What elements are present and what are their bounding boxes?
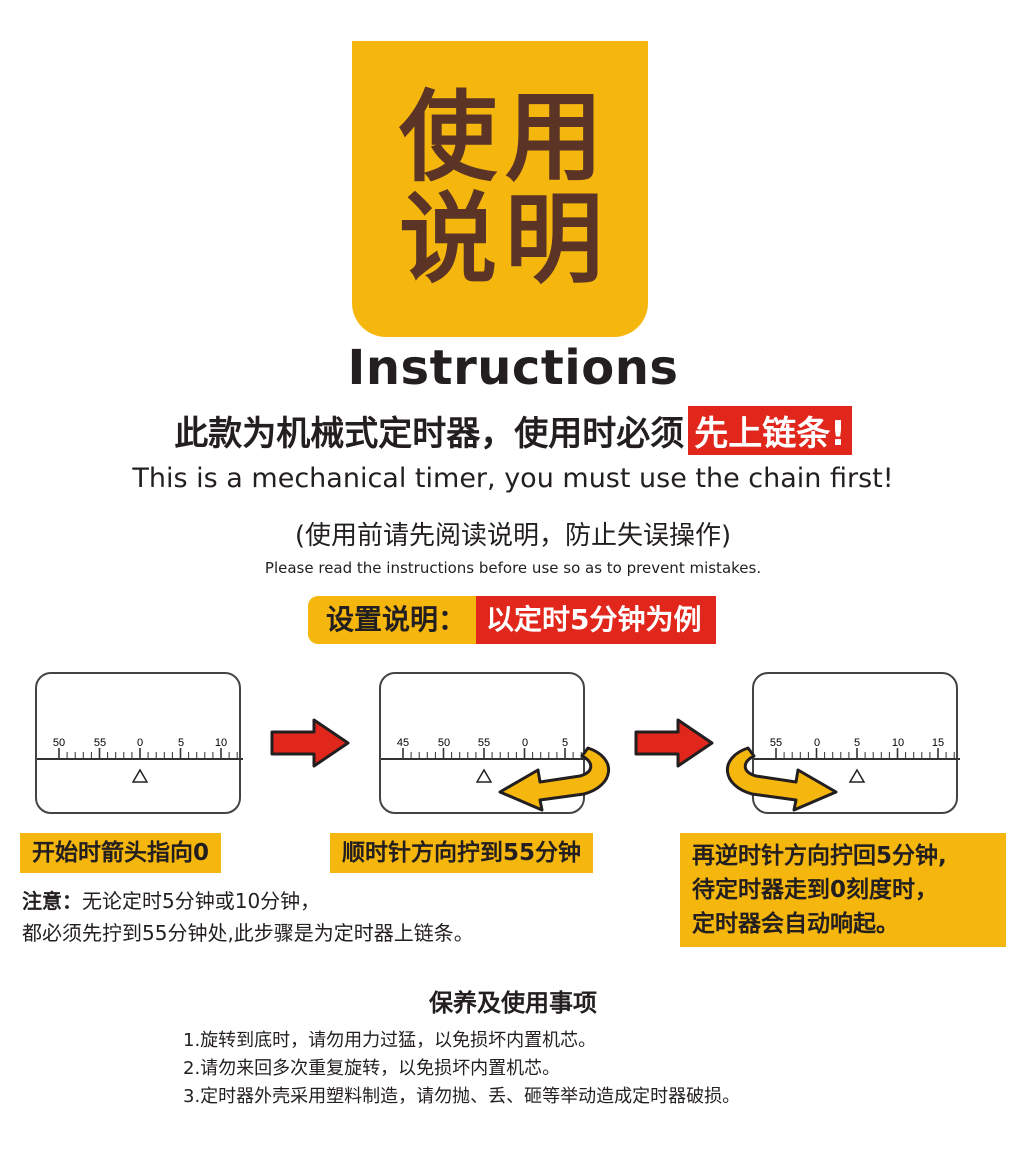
care-item: 2.请勿来回多次重复旋转，以免损坏内置机芯。 <box>183 1058 561 1079</box>
read-first-note: (使用前请先阅读说明，防止失误操作) <box>294 521 732 551</box>
logo-char: 说 <box>398 183 497 297</box>
logo-char: 使 <box>398 81 497 195</box>
tick-label: 0 <box>522 737 528 749</box>
headline: 此款为机械式定时器，使用时必须先上链条! <box>0 406 1026 455</box>
note-line: 都必须先拧到55分钟处,此步骤是为定时器上链条。 <box>22 921 474 945</box>
note-label: 注意： <box>22 889 82 913</box>
tick-label: 0 <box>137 737 143 749</box>
tick-label: 50 <box>53 737 65 749</box>
dial-scale: 45 50 55 0 5 <box>381 737 587 783</box>
setup-banner: 设置说明： 以定时5分钟为例 <box>308 596 716 644</box>
care-title: 保养及使用事项 <box>429 989 597 1017</box>
right-arrow-icon <box>270 718 350 768</box>
headline-text: 此款为机械式定时器，使用时必须 <box>174 414 685 454</box>
tick-label: 10 <box>215 737 227 749</box>
tick-label: 55 <box>94 737 106 749</box>
tick-label: 55 <box>770 737 782 749</box>
setup-example: 以定时5分钟为例 <box>476 596 716 644</box>
note-line: 无论定时5分钟或10分钟， <box>82 889 321 913</box>
read-first-note-english: Please read the instructions before use … <box>264 559 762 577</box>
tick-label: 10 <box>892 737 904 749</box>
tick-label: 15 <box>932 737 944 749</box>
timer-dial-step1: 50 55 0 5 10 <box>35 672 243 814</box>
care-list: 1.旋转到底时，请勿用力过猛，以免损坏内置机芯。 2.请勿来回多次重复旋转，以免… <box>183 1027 740 1111</box>
triangle-pointer-icon <box>475 768 493 783</box>
step3-caption: 再逆时针方向拧回5分钟, 待定时器走到0刻度时， 定时器会自动响起。 <box>680 833 1006 947</box>
care-item: 3.定时器外壳采用塑料制造，请勿抛、丢、砸等举动造成定时器破损。 <box>183 1086 741 1107</box>
logo-char: 明 <box>504 183 603 297</box>
step3-caption-line: 待定时器走到0刻度时， <box>692 877 939 903</box>
tick-label: 0 <box>814 737 820 749</box>
setup-label: 设置说明： <box>308 596 477 644</box>
step1-caption: 开始时箭头指向0 <box>20 833 222 873</box>
curved-arrow-icon <box>726 746 838 812</box>
tick-label: 50 <box>438 737 450 749</box>
tick-label: 5 <box>854 737 860 749</box>
right-arrow-icon <box>634 718 714 768</box>
step3-caption-line: 再逆时针方向拧回5分钟, <box>692 843 947 869</box>
triangle-pointer-icon <box>848 768 866 783</box>
tick-label: 5 <box>178 737 184 749</box>
step2-caption: 顺时针方向拧到55分钟 <box>330 833 594 873</box>
page-title: Instructions <box>347 340 679 396</box>
step3-caption-line: 定时器会自动响起。 <box>692 911 899 937</box>
note: 注意：无论定时5分钟或10分钟， 都必须先拧到55分钟处,此步骤是为定时器上链条… <box>22 885 474 949</box>
logo-badge: 使 用 说 明 <box>352 41 648 337</box>
tick-label: 5 <box>562 737 568 749</box>
tick-label: 55 <box>478 737 490 749</box>
headline-english: This is a mechanical timer, you must use… <box>132 463 894 494</box>
care-item: 1.旋转到底时，请勿用力过猛，以免损坏内置机芯。 <box>183 1030 597 1051</box>
logo-char: 用 <box>504 81 603 195</box>
headline-highlight: 先上链条! <box>688 406 852 455</box>
dial-scale: 50 55 0 5 10 <box>37 737 243 783</box>
tick-label: 45 <box>397 737 409 749</box>
triangle-pointer-icon <box>131 768 149 783</box>
curved-arrow-icon <box>498 746 610 812</box>
dial-scale: 55 0 5 10 15 <box>754 737 960 783</box>
